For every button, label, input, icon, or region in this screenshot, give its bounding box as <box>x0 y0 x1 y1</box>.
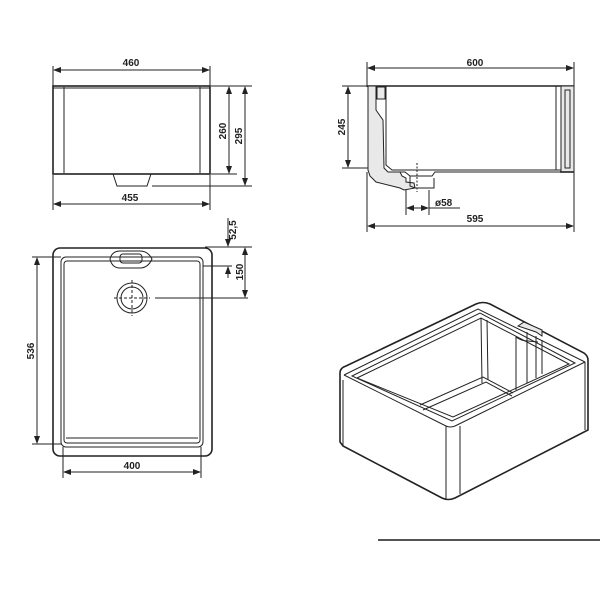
side-section-view: 600 245 ø58 595 <box>337 58 575 232</box>
dim-front-bottom-width: 455 <box>122 193 139 204</box>
dim-side-top-width: 600 <box>467 58 484 69</box>
dim-inner-width: 400 <box>124 461 141 472</box>
dim-rim-offset: 52,5 <box>228 220 239 240</box>
dim-waste-offset: 150 <box>235 263 246 280</box>
dim-side-height: 245 <box>337 118 348 135</box>
dim-front-top-width: 460 <box>123 58 140 69</box>
dim-front-total-height: 295 <box>234 127 245 144</box>
front-view: 460 260 295 455 <box>52 58 252 210</box>
plan-view: 52,5 150 536 400 <box>26 218 252 478</box>
dim-inner-length: 536 <box>26 342 37 359</box>
dim-front-inner-height: 260 <box>218 122 229 139</box>
dim-side-bottom-width: 595 <box>467 214 484 225</box>
dim-waste-diameter: ø58 <box>435 198 453 209</box>
isometric-view <box>339 301 589 501</box>
